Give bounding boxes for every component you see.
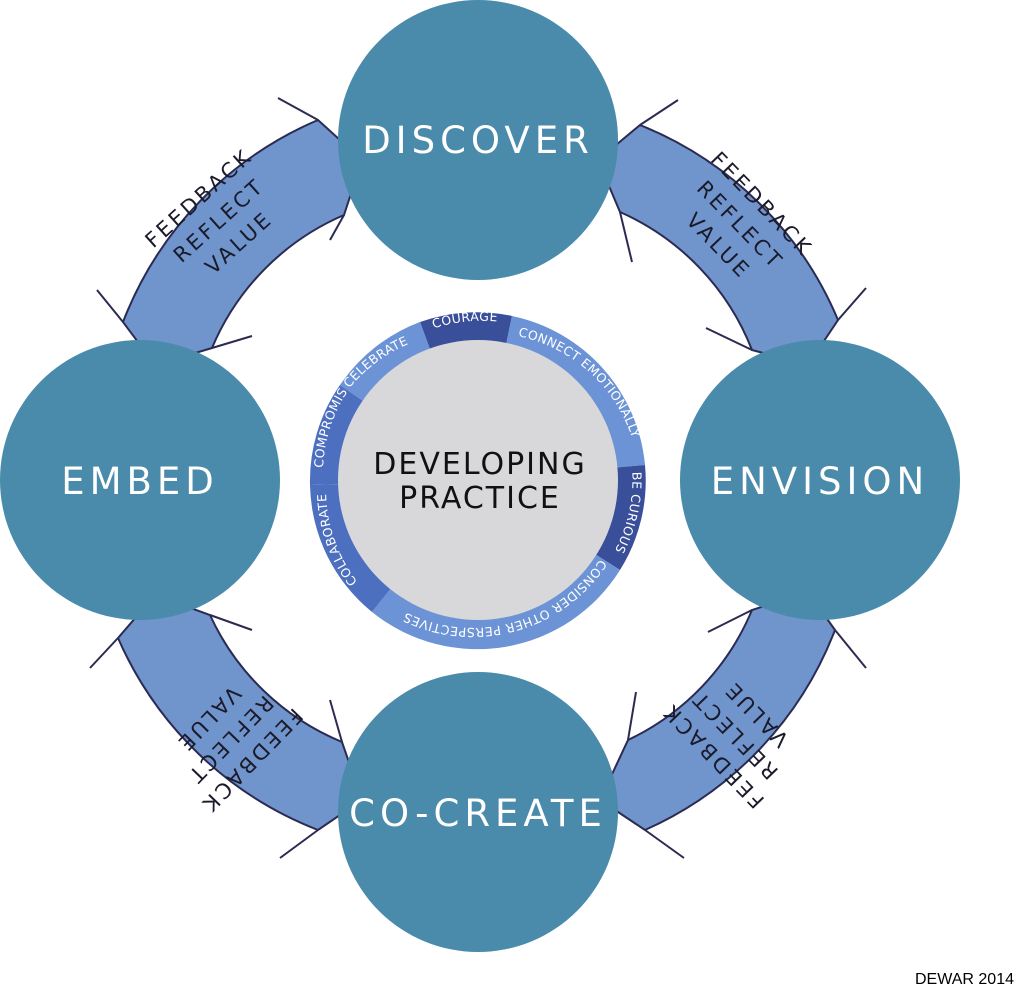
arrow-tick <box>707 609 753 633</box>
discover-label: DISCOVER <box>362 119 594 162</box>
arrow-tick <box>705 327 753 351</box>
envision-circle <box>680 340 960 620</box>
arrow-tick <box>211 335 253 349</box>
arrow-tick <box>329 214 345 241</box>
arrow-tick <box>644 829 685 859</box>
arrow-tick <box>627 691 637 741</box>
arrow-envision-to-co-create: FEEDBACK REFLECT VALUE <box>598 590 867 859</box>
stage-discover: DISCOVER <box>338 0 618 280</box>
arrow-tick <box>329 699 343 743</box>
arrow-tick <box>96 289 124 323</box>
embed-circle <box>0 340 280 620</box>
embed-label: EMBED <box>61 460 219 503</box>
credit-text: DEWAR 2014 <box>915 971 1014 988</box>
arrow-tick <box>209 614 253 631</box>
arrow-tick <box>619 211 633 263</box>
arrow-tick <box>834 629 867 669</box>
co-create-circle <box>338 672 618 952</box>
center-title-line1: DEVELOPING <box>373 447 586 482</box>
arrow-tick <box>89 637 119 669</box>
arrow-discover-to-envision: FEEDBACK REFLECT VALUE <box>596 99 867 367</box>
arrow-tick <box>837 287 867 321</box>
stage-embed: EMBED <box>0 340 280 620</box>
stage-co-create: CO-CREATE <box>338 672 618 952</box>
discover-circle <box>338 0 618 280</box>
arrow-tick <box>277 97 319 121</box>
center-title-line2: PRACTICE <box>399 481 561 516</box>
arrow-co-create-to-embed: FEEDBACK REFLECT VALUE <box>89 593 364 859</box>
arrow-tick <box>279 829 319 859</box>
arrow-tick <box>639 99 679 126</box>
envision-label: ENVISION <box>711 460 929 503</box>
center-core <box>338 340 618 620</box>
stage-envision: ENVISION <box>680 340 960 620</box>
co-create-label: CO-CREATE <box>349 792 607 835</box>
arrow-embed-to-discover: FEEDBACK REFLECT VALUE <box>96 97 364 367</box>
